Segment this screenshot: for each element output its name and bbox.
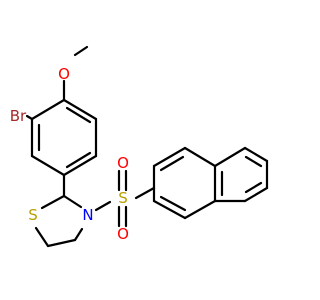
atom-label-methoxy-oxygen: O — [58, 65, 70, 83]
bond-C2-S1 — [40, 194, 66, 210]
bond-naph-7 — [213, 146, 247, 168]
bond-ring-a-1 — [62, 98, 98, 121]
bond-N-S — [94, 200, 112, 212]
bond-C5-C4 — [46, 238, 77, 248]
molecule-structure-diagram: O Br S N S O O — [10, 45, 269, 248]
bond-ring-a-4 — [30, 154, 66, 177]
atom-label-nitrogen: N — [82, 206, 93, 224]
bond-naph-6 — [152, 199, 187, 220]
atom-label-sulfonyl-oxygen-bottom: O — [117, 225, 129, 243]
atom-label-sulfonyl-oxygen-top: O — [117, 154, 129, 172]
bond-S-naphthyl — [134, 186, 156, 200]
bond-ring-a-3 — [62, 154, 98, 177]
bond-ring-a-6 — [30, 98, 66, 121]
bond-S1-C5 — [34, 226, 50, 248]
atom-label-sulfonyl-sulfur: S — [118, 189, 128, 207]
bond-naph-inner-1 — [159, 155, 185, 172]
bond-N-C2 — [62, 194, 83, 209]
bond-naph-inner-5 — [244, 181, 263, 194]
bond-ring-a-inner-1 — [65, 106, 92, 124]
bond-C4-N — [73, 227, 84, 242]
bond-naph-inner-4 — [244, 155, 263, 168]
atom-label-bromine: Br — [10, 107, 27, 125]
bond-ring-a-inner-2 — [65, 151, 92, 169]
bond-naph-inner-2 — [159, 195, 187, 212]
bond-aryl-Br — [25, 114, 34, 121]
atom-label-ring-sulfur: S — [28, 206, 38, 224]
bond-methyl-O — [73, 45, 89, 57]
bond-naph-8 — [243, 146, 269, 163]
bond-naph-3 — [183, 146, 217, 168]
bond-naph-2 — [152, 146, 187, 168]
molecule-svg: O Br S N S O O — [10, 45, 269, 248]
bond-naph-5 — [183, 199, 217, 220]
bond-naph-10 — [243, 186, 269, 203]
